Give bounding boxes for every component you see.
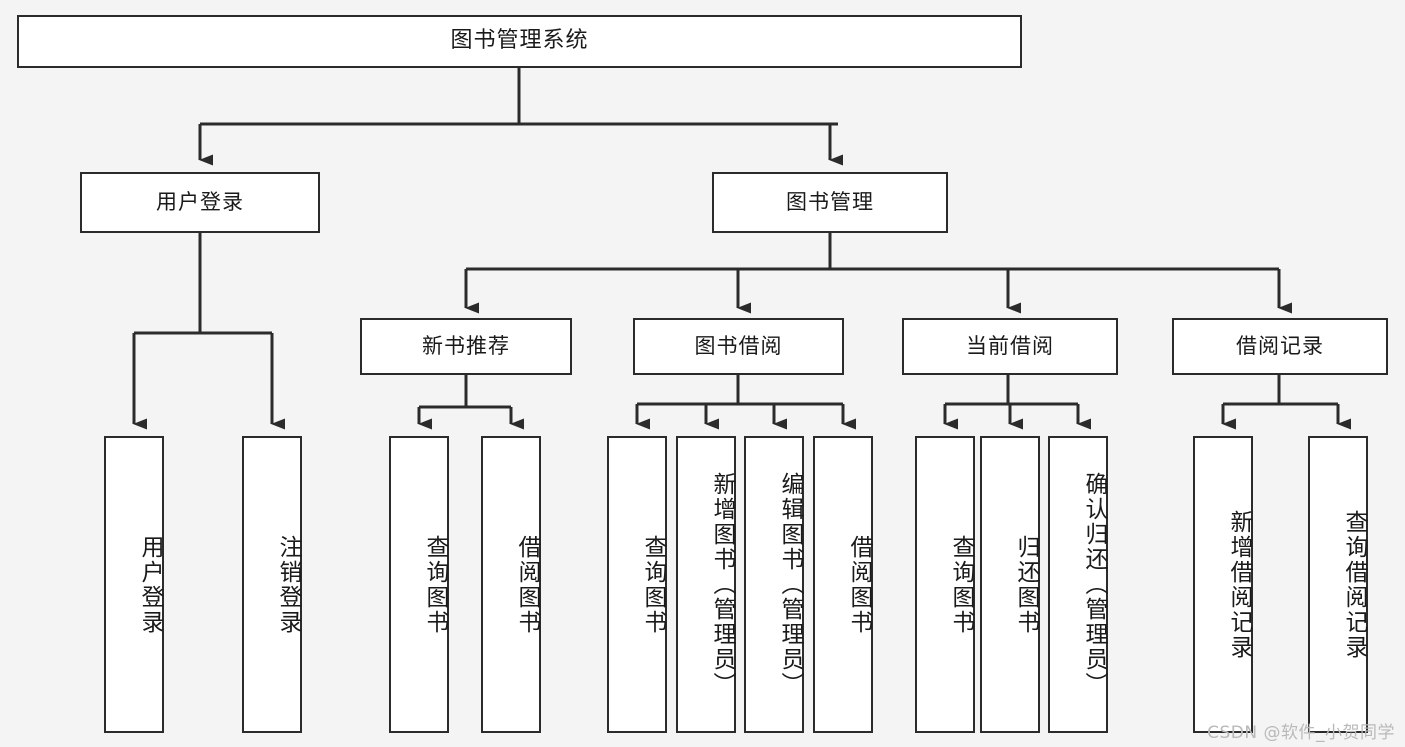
node-label: 归还图书 xyxy=(1013,534,1039,635)
leaf-query-borrow-record[interactable]: 查询借阅记录 xyxy=(1308,436,1368,733)
leaf-user-login[interactable]: 用户登录 xyxy=(104,436,164,733)
leaf-query-book-new-rec[interactable]: 查询图书 xyxy=(389,436,449,733)
node-label: 图书借阅 xyxy=(694,333,783,358)
node-label: 查询图书 xyxy=(422,534,448,635)
node-label: 确认归还（管理员） xyxy=(1081,472,1107,697)
leaf-query-book-borrow[interactable]: 查询图书 xyxy=(607,436,667,733)
node-book-management[interactable]: 图书管理 xyxy=(712,172,948,233)
node-label: 注销登录 xyxy=(275,534,301,635)
leaf-query-book-current[interactable]: 查询图书 xyxy=(915,436,975,733)
leaf-borrow-book-new-rec[interactable]: 借阅图书 xyxy=(481,436,541,733)
node-label: 查询借阅记录 xyxy=(1341,509,1367,660)
node-borrowing-record[interactable]: 借阅记录 xyxy=(1172,318,1388,375)
node-label: 新书推荐 xyxy=(422,333,510,358)
node-label: 当前借阅 xyxy=(966,333,1054,358)
leaf-add-book-admin[interactable]: 新增图书（管理员） xyxy=(676,436,736,733)
node-root-book-management-system[interactable]: 图书管理系统 xyxy=(17,15,1022,68)
node-label: 图书管理系统 xyxy=(450,28,589,54)
node-label: 图书管理 xyxy=(786,189,874,214)
node-new-book-recommendation[interactable]: 新书推荐 xyxy=(360,318,572,375)
node-label: 新增借阅记录 xyxy=(1226,509,1252,660)
node-user-login[interactable]: 用户登录 xyxy=(80,172,320,233)
node-label: 用户登录 xyxy=(137,534,163,635)
leaf-borrow-book[interactable]: 借阅图书 xyxy=(813,436,873,733)
node-label: 编辑图书（管理员） xyxy=(777,472,803,697)
node-label: 借阅图书 xyxy=(514,534,540,635)
leaf-logout[interactable]: 注销登录 xyxy=(242,436,302,733)
node-label: 查询图书 xyxy=(640,534,666,635)
node-label: 新增图书（管理员） xyxy=(709,472,735,697)
leaf-add-borrow-record[interactable]: 新增借阅记录 xyxy=(1193,436,1253,733)
node-label: 用户登录 xyxy=(156,189,244,214)
leaf-edit-book-admin[interactable]: 编辑图书（管理员） xyxy=(744,436,804,733)
leaf-confirm-return-admin[interactable]: 确认归还（管理员） xyxy=(1048,436,1108,733)
node-label: 借阅记录 xyxy=(1236,333,1324,358)
leaf-return-book[interactable]: 归还图书 xyxy=(980,436,1040,733)
node-label: 查询图书 xyxy=(948,534,974,635)
node-current-borrowing[interactable]: 当前借阅 xyxy=(902,318,1118,375)
node-book-borrowing[interactable]: 图书借阅 xyxy=(633,318,844,375)
node-label: 借阅图书 xyxy=(846,534,872,635)
